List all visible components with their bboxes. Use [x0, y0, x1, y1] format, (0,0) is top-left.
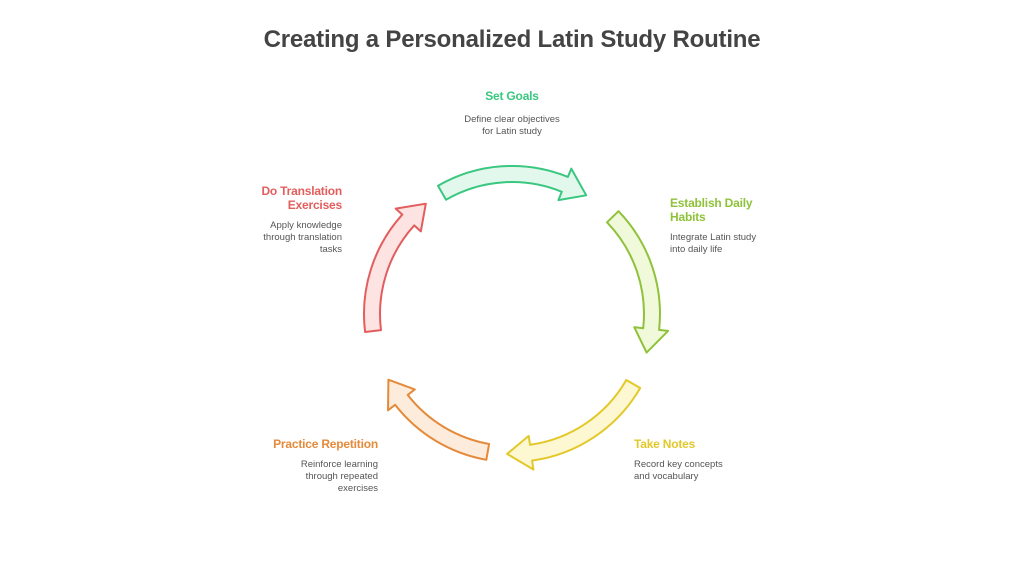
step-title: Set Goals — [485, 89, 539, 103]
step-set-goals: Set Goals Define clear objectives for La… — [432, 89, 592, 138]
step-description: Record key concepts and vocabulary — [634, 459, 764, 483]
step-description: Reinforce learning through repeated exer… — [228, 459, 378, 495]
step-description-line: Integrate Latin study — [670, 232, 757, 243]
step-description-line: through translation — [263, 232, 342, 243]
step-description-line: Apply knowledge — [270, 220, 342, 231]
page-title: Creating a Personalized Latin Study Rout… — [263, 26, 761, 53]
arrow-set-goals-icon — [437, 164, 588, 202]
step-description-line: Record key concepts — [634, 459, 723, 470]
step-do-translation-exercises: Do Translation Exercises Apply knowledge… — [212, 184, 342, 256]
arrow-practice-icon — [387, 378, 491, 461]
step-description-line: for Latin study — [482, 126, 542, 137]
step-take-notes: Take Notes Record key concepts and vocab… — [634, 437, 764, 483]
step-description: Define clear objectives for Latin study — [432, 114, 592, 138]
step-title-line: Habits — [670, 210, 706, 224]
step-title-line: Do Translation — [261, 184, 342, 198]
arrow-take-notes-icon — [506, 379, 642, 471]
step-title: Establish Daily Habits — [670, 196, 790, 224]
step-title: Practice Repetition — [273, 437, 378, 451]
step-description-line: and vocabulary — [634, 471, 699, 482]
step-description: Integrate Latin study into daily life — [670, 232, 790, 256]
step-description-line: exercises — [337, 483, 378, 494]
step-description-line: Define clear objectives — [464, 114, 560, 125]
step-title-line: Establish Daily — [670, 196, 753, 210]
step-description: Apply knowledge through translation task… — [212, 220, 342, 256]
arrow-daily-habits-icon — [606, 210, 670, 354]
step-description-line: through repeated — [305, 471, 378, 482]
arrow-translation-icon — [363, 202, 427, 333]
step-description-line: into daily life — [670, 244, 723, 255]
step-practice-repetition: Practice Repetition Reinforce learning t… — [228, 437, 378, 495]
step-establish-daily-habits: Establish Daily Habits Integrate Latin s… — [670, 196, 790, 256]
step-title: Take Notes — [634, 437, 696, 451]
step-description-line: tasks — [319, 244, 342, 255]
step-title-line: Exercises — [287, 198, 342, 212]
step-description-line: Reinforce learning — [300, 459, 378, 470]
step-title: Do Translation Exercises — [212, 184, 342, 212]
